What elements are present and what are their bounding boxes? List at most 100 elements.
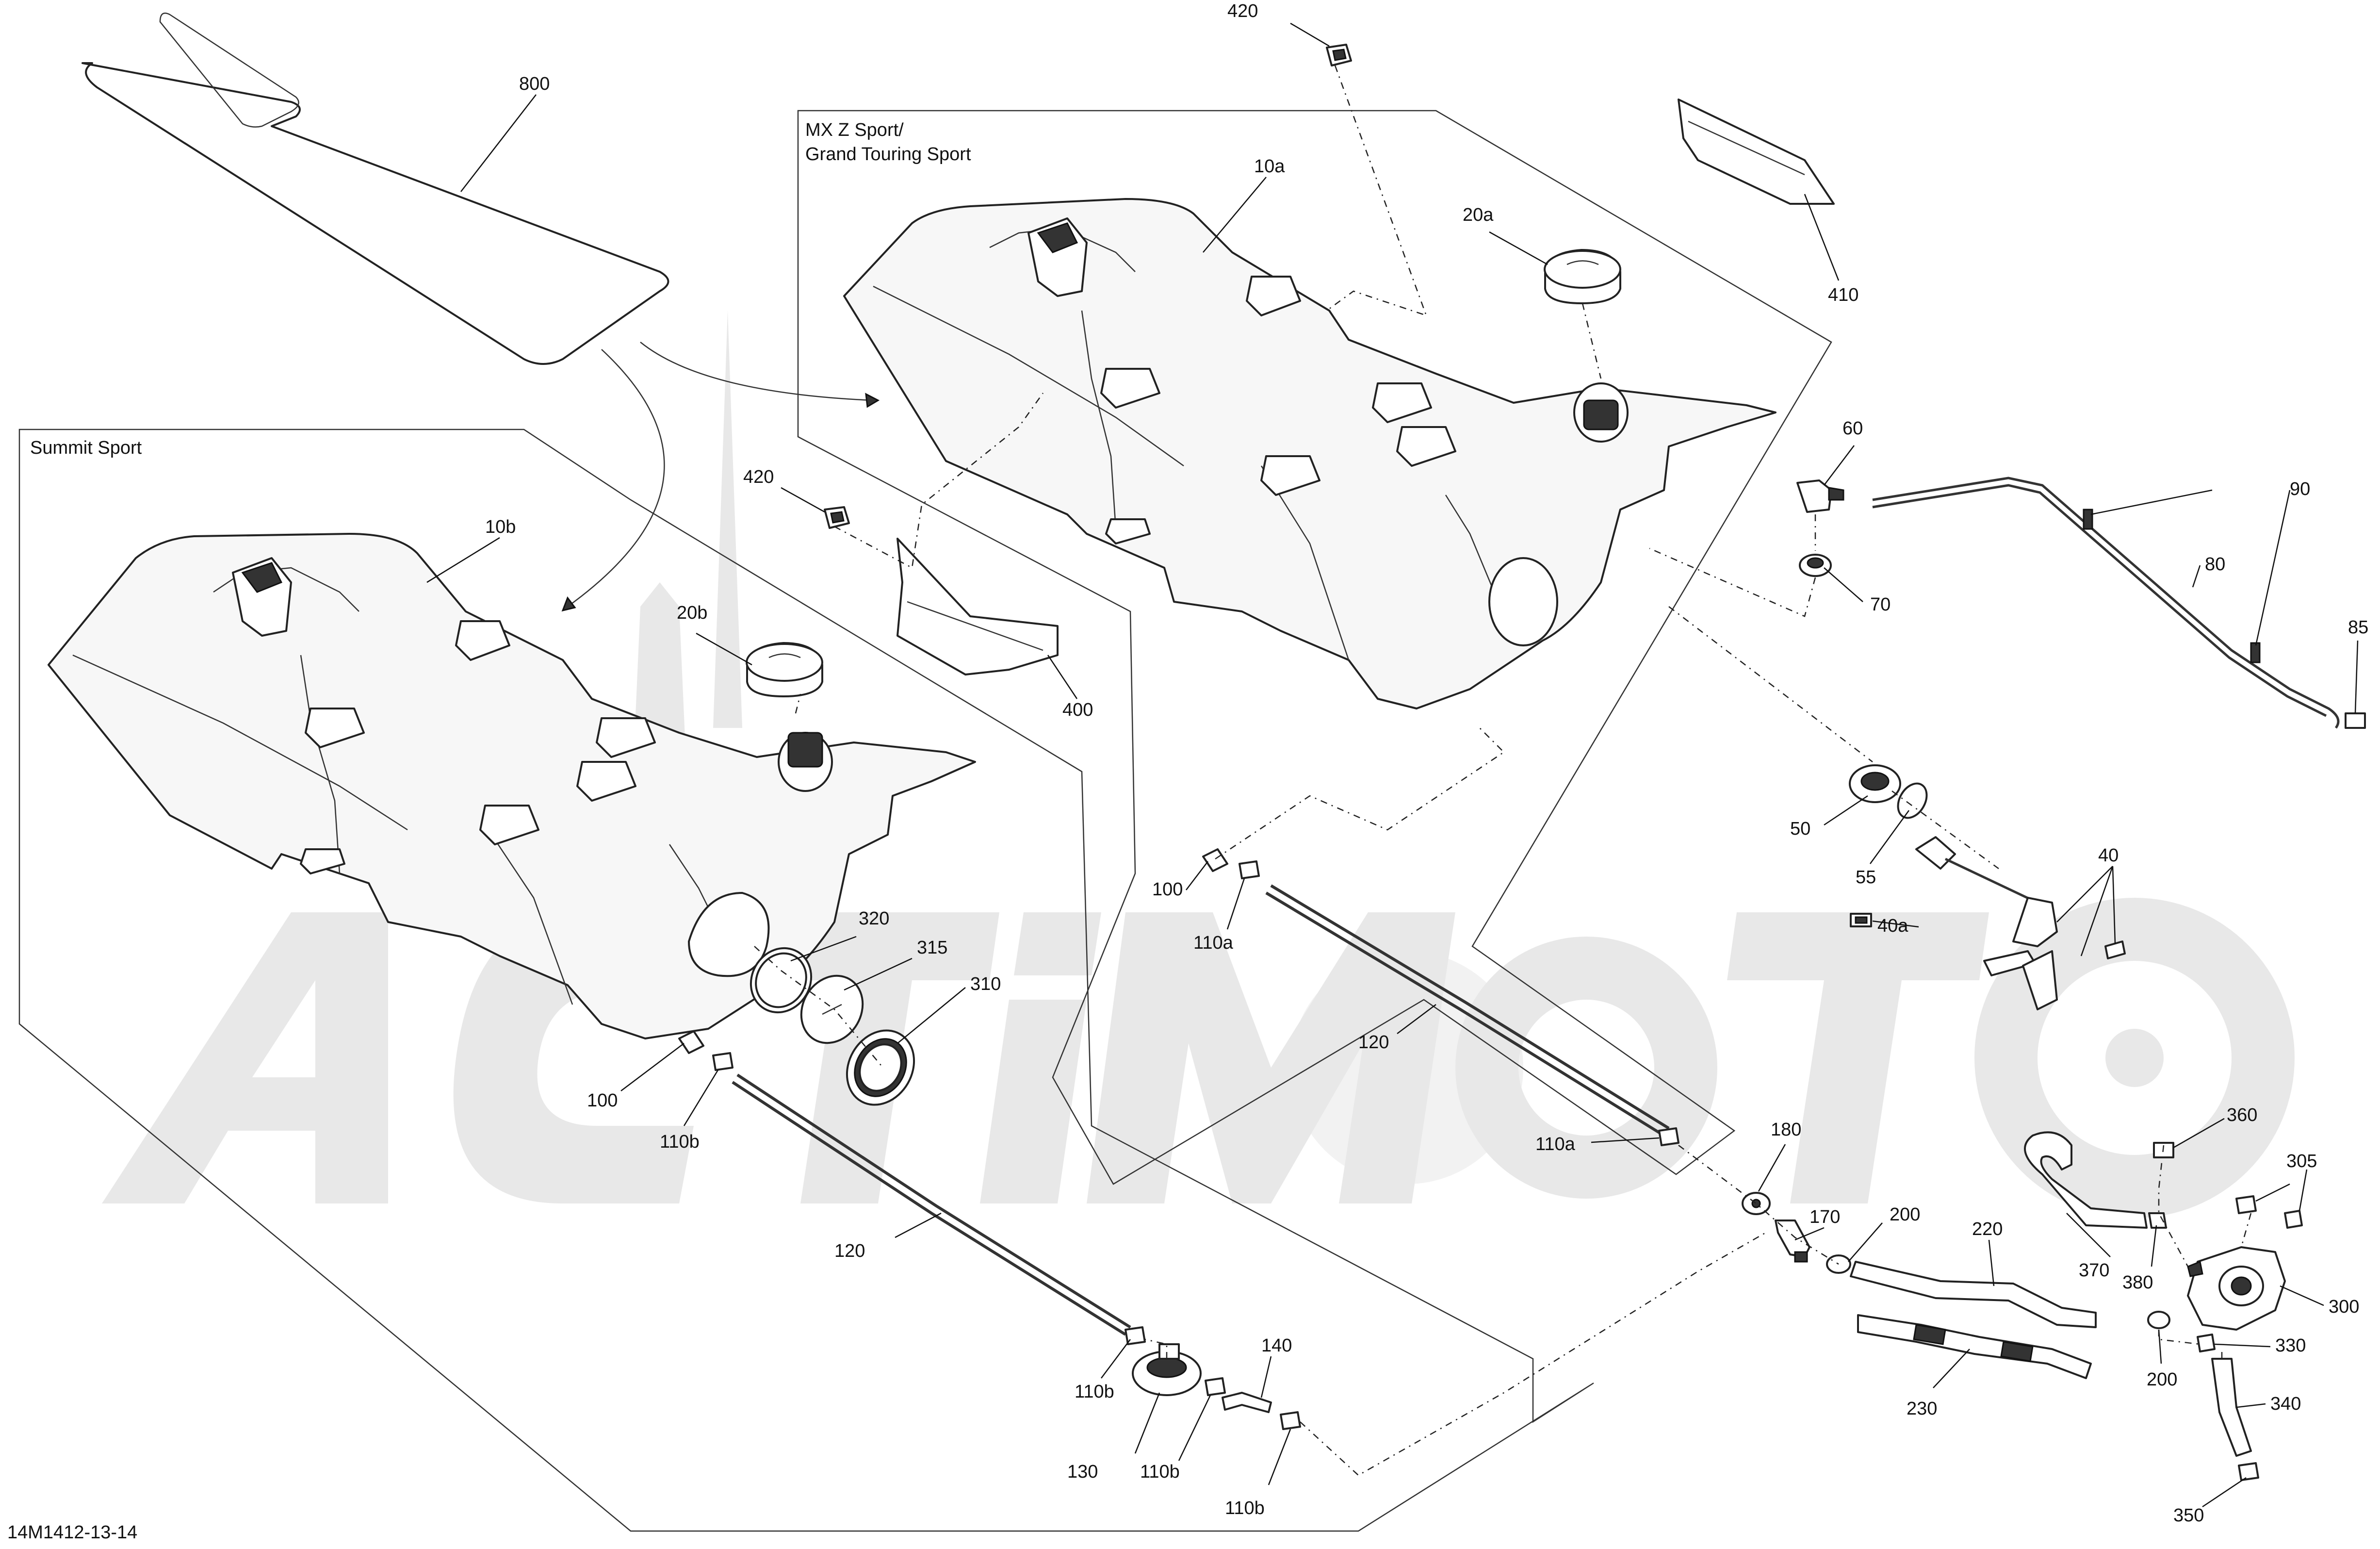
clip-420-top — [1326, 44, 1352, 66]
callout-800: 800 — [519, 74, 550, 94]
callout-100-low: 100 — [587, 1090, 618, 1111]
callout-300: 300 — [2329, 1297, 2359, 1317]
clamp-110b-d — [1280, 1411, 1301, 1430]
hose-370 — [2024, 1131, 2148, 1229]
gasket-55 — [1897, 782, 1928, 819]
callout-110b-a: 110b — [660, 1132, 700, 1152]
clip-90-b — [2250, 642, 2261, 663]
grommet-70 — [1799, 554, 1832, 577]
mxz-group-title-line2: Grand Touring Sport — [805, 144, 971, 165]
callout-320: 320 — [859, 908, 889, 929]
callout-360: 360 — [2227, 1105, 2257, 1125]
callout-380: 380 — [2122, 1272, 2153, 1293]
callout-120-top: 120 — [1358, 1032, 1389, 1053]
callout-180: 180 — [1771, 1120, 1801, 1140]
callout-140: 140 — [1261, 1335, 1292, 1356]
callout-420-mid: 420 — [743, 467, 774, 487]
summit-group-title: Summit Sport — [30, 438, 142, 458]
fuel-tank-10a — [843, 198, 1777, 709]
clamp-350 — [2238, 1462, 2259, 1481]
callout-305: 305 — [2286, 1151, 2317, 1171]
document-code: 14M1412-13-14 — [7, 1522, 137, 1543]
fuel-line-120-top — [1265, 884, 1670, 1137]
hose-340 — [2211, 1358, 2252, 1457]
vent-valve-60 — [1796, 479, 1844, 513]
callout-220: 220 — [1972, 1219, 2003, 1239]
lock-ring-50 — [1849, 764, 1901, 803]
clamp-110b-c — [1205, 1377, 1226, 1396]
mxz-group-frame — [797, 110, 1832, 1185]
callout-110b-b: 110b — [1075, 1382, 1114, 1402]
pad-800 — [82, 12, 669, 365]
arrow-pad-to-mxz — [640, 342, 874, 401]
clamp-110b-a — [712, 1052, 734, 1071]
heat-shield-410 — [1678, 99, 1835, 205]
fitting-170 — [1775, 1219, 1810, 1263]
callout-120-low: 120 — [834, 1241, 865, 1261]
mxz-group-title-line1: MX Z Sport/ — [805, 120, 904, 140]
arrow-pad-to-summit — [567, 349, 665, 608]
callout-20a: 20a — [1463, 205, 1494, 225]
callout-70: 70 — [1870, 594, 1891, 615]
callout-410: 410 — [1828, 285, 1858, 305]
callout-10b: 10b — [485, 517, 516, 537]
filler-cap-20a — [1544, 249, 1621, 304]
vent-line-80 — [1872, 477, 2340, 729]
plate-315 — [800, 974, 864, 1044]
connector-100-low — [678, 1030, 704, 1054]
clamp-85 — [2345, 712, 2366, 729]
connector-100-top — [1202, 848, 1228, 872]
screw-40a — [1850, 913, 1872, 927]
clip-420-mid — [824, 506, 850, 529]
filler-cap-20b — [746, 642, 823, 697]
fuel-line-140 — [1222, 1392, 1272, 1413]
clip-305 — [2235, 1195, 2303, 1229]
callout-100-top: 100 — [1152, 879, 1183, 900]
clip-90-a — [2083, 509, 2093, 530]
callout-110b-d: 110b — [1225, 1498, 1265, 1518]
lock-ring-310 — [846, 1029, 915, 1106]
clamp-380 — [2148, 1212, 2167, 1229]
callout-90: 90 — [2290, 479, 2310, 499]
heat-shield-400 — [897, 538, 1059, 676]
callout-130: 130 — [1067, 1462, 1098, 1482]
callout-420-top: 420 — [1227, 1, 1258, 21]
fuel-pump-300 — [2187, 1246, 2286, 1331]
arrow-head-1 — [865, 393, 880, 408]
hose-220 — [1850, 1261, 2097, 1328]
callout-110b-c: 110b — [1140, 1462, 1180, 1482]
hose-230 — [1857, 1314, 2092, 1379]
callout-110a-low: 110a — [1535, 1134, 1576, 1154]
arrow-head-2 — [561, 596, 576, 612]
fuel-pickup-130 — [1132, 1343, 1202, 1396]
callout-340: 340 — [2270, 1394, 2301, 1414]
callout-315: 315 — [917, 938, 947, 958]
callout-400: 400 — [1062, 700, 1093, 720]
callout-60: 60 — [1842, 418, 1863, 439]
fuel-level-sensor-40 — [1915, 836, 2126, 1010]
callout-55: 55 — [1856, 867, 1876, 888]
callout-330: 330 — [2275, 1335, 2306, 1356]
clamp-110a-top — [1239, 860, 1260, 879]
callout-200-b: 200 — [2147, 1369, 2177, 1390]
callout-170: 170 — [1809, 1207, 1840, 1227]
callout-20b: 20b — [677, 603, 707, 623]
callout-230: 230 — [1907, 1399, 1937, 1419]
callout-310: 310 — [970, 974, 1001, 994]
summit-group-frame — [18, 428, 1594, 1532]
callout-10a: 10a — [1254, 156, 1285, 177]
callout-40: 40 — [2098, 845, 2119, 866]
callout-50: 50 — [1790, 819, 1810, 839]
fuel-tank-10b — [48, 533, 976, 1039]
callout-110a-top: 110a — [1193, 933, 1234, 953]
leader-lines — [426, 22, 2359, 1508]
washer-180 — [1742, 1192, 1771, 1215]
callout-370: 370 — [2079, 1260, 2109, 1281]
callout-40a: 40a — [1877, 916, 1908, 936]
fuel-line-120-low — [732, 1073, 1131, 1336]
callout-85: 85 — [2348, 617, 2368, 638]
callout-labels: 800 420 420 10a 10b 20a 20b 410 400 60 7… — [485, 1, 2368, 1526]
clamp-330 — [2197, 1334, 2216, 1352]
callout-80: 80 — [2205, 554, 2225, 575]
